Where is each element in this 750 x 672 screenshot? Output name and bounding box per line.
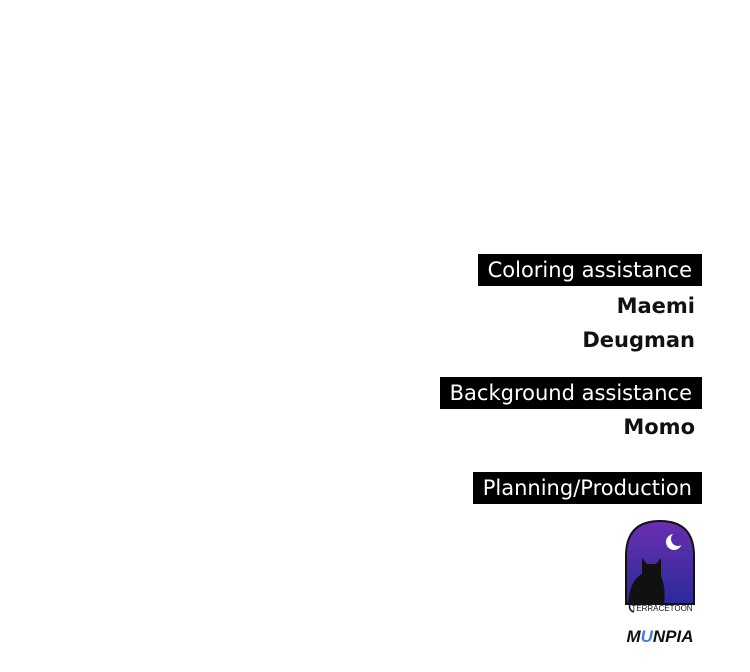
munpia-text: MUNPIA <box>626 627 693 646</box>
cat-silhouette-icon <box>628 558 665 604</box>
credit-name: Deugman <box>582 328 695 352</box>
role-label-coloring: Coloring assistance <box>477 254 702 286</box>
terracetoon-text: TERRACETOON <box>631 604 692 613</box>
role-label-planning: Planning/Production <box>472 472 702 504</box>
terracetoon-munpia-logo: TERRACETOON MUNPIA <box>625 519 695 646</box>
credit-name: Momo <box>623 415 695 439</box>
credit-name: Maemi <box>616 294 695 318</box>
role-label-background: Background assistance <box>439 377 702 409</box>
